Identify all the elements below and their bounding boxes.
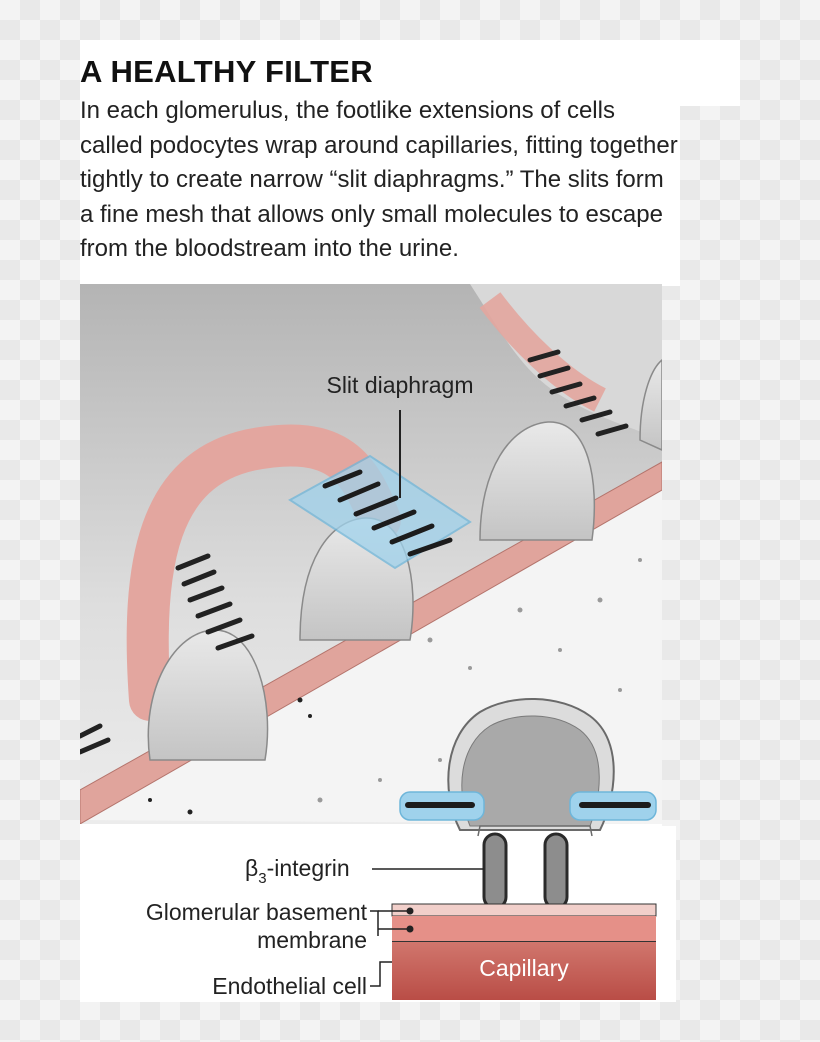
slit-diaphragm-highlight	[288, 454, 472, 570]
molecule-dots-dark	[148, 697, 312, 815]
gbm-label-line1: Glomerular basement	[146, 899, 368, 925]
podocyte-detail	[399, 698, 657, 837]
capillary-block	[392, 942, 656, 1000]
slit-ladder	[80, 723, 111, 755]
gbm-outer-layer	[391, 903, 657, 917]
integrin-legs	[482, 832, 569, 910]
capillary-label: Capillary	[479, 955, 569, 981]
figure-title: A HEALTHY FILTER	[80, 54, 373, 89]
gbm-inner-layer	[392, 916, 656, 942]
figure-description: In each glomerulus, the footlike extensi…	[80, 97, 678, 262]
slit-ladder	[527, 349, 629, 437]
gbm-label-line2: membrane	[257, 927, 367, 953]
foot-process	[639, 359, 662, 451]
slit-ladder	[175, 553, 255, 651]
header-panel	[80, 40, 740, 106]
endothelial-label: Endothelial cell	[212, 973, 367, 999]
integrin-label: β3-integrin	[245, 855, 350, 887]
foot-process	[479, 421, 595, 541]
slit-diaphragm-label: Slit diaphragm	[326, 372, 473, 398]
